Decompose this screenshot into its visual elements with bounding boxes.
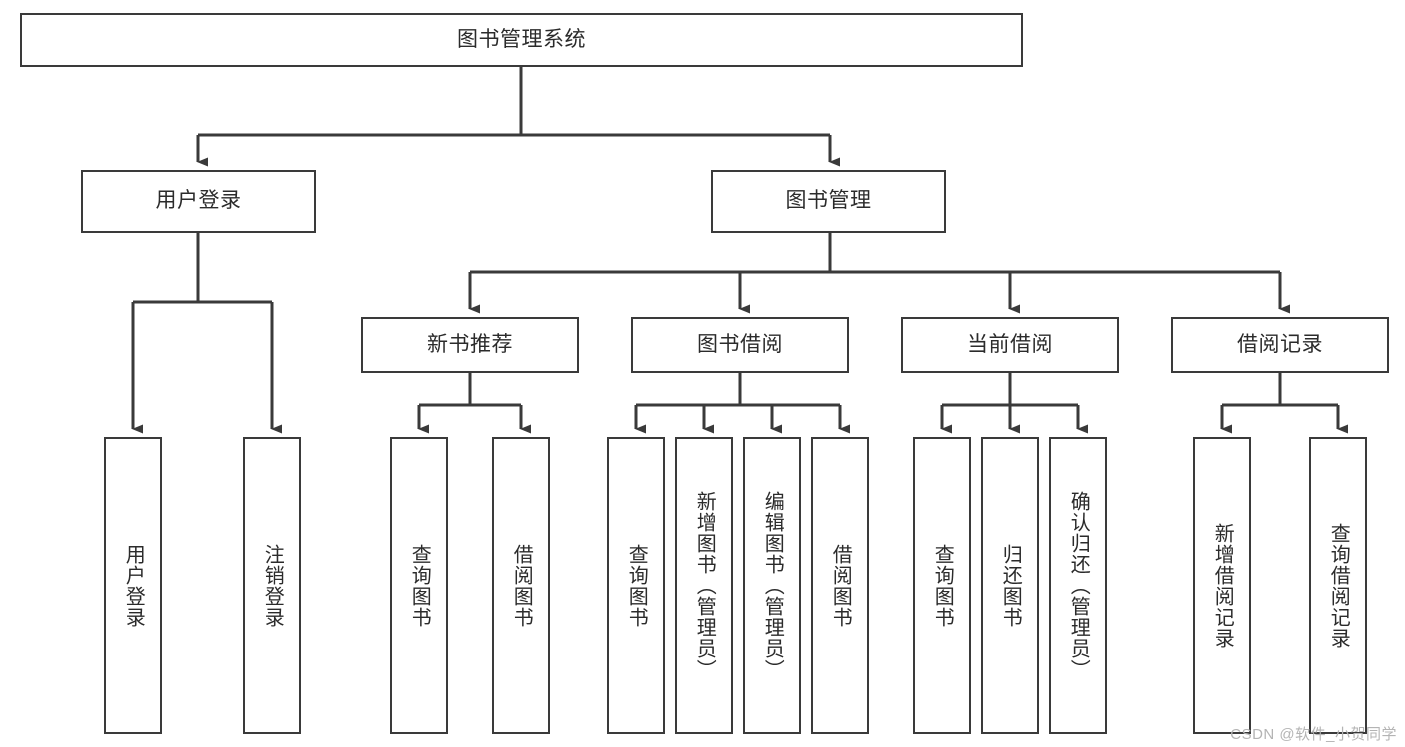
node-current-borrow[interactable]: 当前借阅 (901, 317, 1119, 373)
node-leaf-add-record-label: 新增借阅记录 (1211, 522, 1234, 649)
node-leaf-borrow-book-2[interactable]: 借阅图书 (811, 437, 869, 734)
node-user-login-label: 用户登录 (155, 189, 242, 213)
node-leaf-query-book-3-label: 查询图书 (931, 543, 954, 628)
node-leaf-confirm-return[interactable]: 确认归还（管理员） (1049, 437, 1107, 734)
node-root[interactable]: 图书管理系统 (20, 13, 1023, 67)
node-book-borrow[interactable]: 图书借阅 (631, 317, 849, 373)
node-leaf-user-login[interactable]: 用户登录 (104, 437, 162, 734)
node-book-borrow-label: 图书借阅 (697, 332, 783, 356)
node-leaf-query-book-2-label: 查询图书 (625, 543, 648, 628)
node-leaf-query-book-2[interactable]: 查询图书 (607, 437, 665, 734)
node-current-borrow-label: 当前借阅 (967, 332, 1053, 356)
node-root-label: 图书管理系统 (457, 27, 586, 51)
node-leaf-borrow-book-1-label: 借阅图书 (510, 543, 533, 628)
node-book-manage[interactable]: 图书管理 (711, 170, 946, 233)
node-borrow-record-label: 借阅记录 (1237, 332, 1323, 356)
node-new-book-rec-label: 新书推荐 (427, 332, 513, 356)
node-leaf-add-book-label: 新增图书（管理员） (693, 491, 716, 680)
node-leaf-return-book-label: 归还图书 (999, 543, 1022, 628)
node-borrow-record[interactable]: 借阅记录 (1171, 317, 1389, 373)
node-new-book-rec[interactable]: 新书推荐 (361, 317, 579, 373)
node-leaf-edit-book-label: 编辑图书（管理员） (761, 491, 784, 680)
node-leaf-logout[interactable]: 注销登录 (243, 437, 301, 734)
node-leaf-query-record[interactable]: 查询借阅记录 (1309, 437, 1367, 734)
node-leaf-return-book[interactable]: 归还图书 (981, 437, 1039, 734)
node-leaf-logout-label: 注销登录 (261, 543, 284, 628)
node-leaf-borrow-book-2-label: 借阅图书 (829, 543, 852, 628)
node-leaf-add-book[interactable]: 新增图书（管理员） (675, 437, 733, 734)
node-book-manage-label: 图书管理 (785, 189, 872, 213)
node-leaf-edit-book[interactable]: 编辑图书（管理员） (743, 437, 801, 734)
node-leaf-query-book-1[interactable]: 查询图书 (390, 437, 448, 734)
node-leaf-query-book-1-label: 查询图书 (408, 543, 431, 628)
node-user-login[interactable]: 用户登录 (81, 170, 316, 233)
node-leaf-user-login-label: 用户登录 (122, 543, 145, 628)
node-leaf-query-record-label: 查询借阅记录 (1327, 522, 1350, 649)
node-leaf-query-book-3[interactable]: 查询图书 (913, 437, 971, 734)
node-leaf-borrow-book-1[interactable]: 借阅图书 (492, 437, 550, 734)
node-leaf-confirm-return-label: 确认归还（管理员） (1067, 491, 1090, 680)
node-leaf-add-record[interactable]: 新增借阅记录 (1193, 437, 1251, 734)
